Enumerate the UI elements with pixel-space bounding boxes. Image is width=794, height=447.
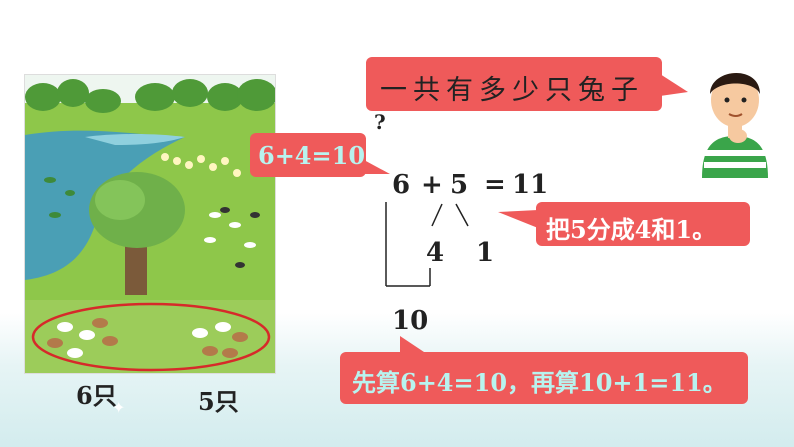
conclusion-bubble: 先算6+4=10，再算10+1=11。 bbox=[340, 352, 748, 404]
addend-six: 6 bbox=[392, 170, 411, 200]
equals-sign: = bbox=[484, 170, 506, 200]
ten-total: 10 bbox=[392, 306, 429, 336]
split-part-one: 1 bbox=[476, 238, 495, 268]
addend-five: 5 bbox=[450, 170, 469, 200]
bubble-tail-icon bbox=[400, 336, 430, 356]
bubble-tail-icon bbox=[660, 74, 688, 96]
sparkle-icon: ✦ bbox=[112, 398, 126, 417]
split-hint-text: 把5分成4和1。 bbox=[546, 215, 717, 244]
left-group-count: 6只 bbox=[76, 381, 117, 410]
right-group-count: 5只 bbox=[198, 387, 239, 416]
question-bubble: 一共有多少只兔子 bbox=[366, 57, 662, 111]
boy-thinking-icon bbox=[702, 72, 768, 178]
question-text: 一共有多少只兔子 bbox=[380, 75, 644, 106]
sum-result: 11 bbox=[512, 170, 549, 200]
sparkle-icon: ✦ bbox=[262, 50, 276, 69]
bubble-tail-icon bbox=[498, 210, 538, 228]
conclusion-text: 先算6+4=10，再算10+1=11。 bbox=[352, 368, 727, 397]
meadow-scene-icon bbox=[25, 75, 275, 373]
plus-sign: + bbox=[421, 170, 443, 200]
question-mark: ? bbox=[374, 110, 386, 134]
split-part-four: 4 bbox=[426, 238, 445, 268]
sum-hint-text: 6+4=10 bbox=[258, 141, 366, 170]
sum-hint-bubble: 6+4=10 bbox=[250, 133, 366, 177]
sparkle-icon: ✦ bbox=[8, 82, 22, 101]
split-hint-bubble: 把5分成4和1。 bbox=[536, 202, 750, 246]
meadow-rabbits-illustration bbox=[24, 74, 276, 374]
decomposition-lines bbox=[385, 202, 469, 287]
bubble-tail-icon bbox=[364, 160, 390, 174]
